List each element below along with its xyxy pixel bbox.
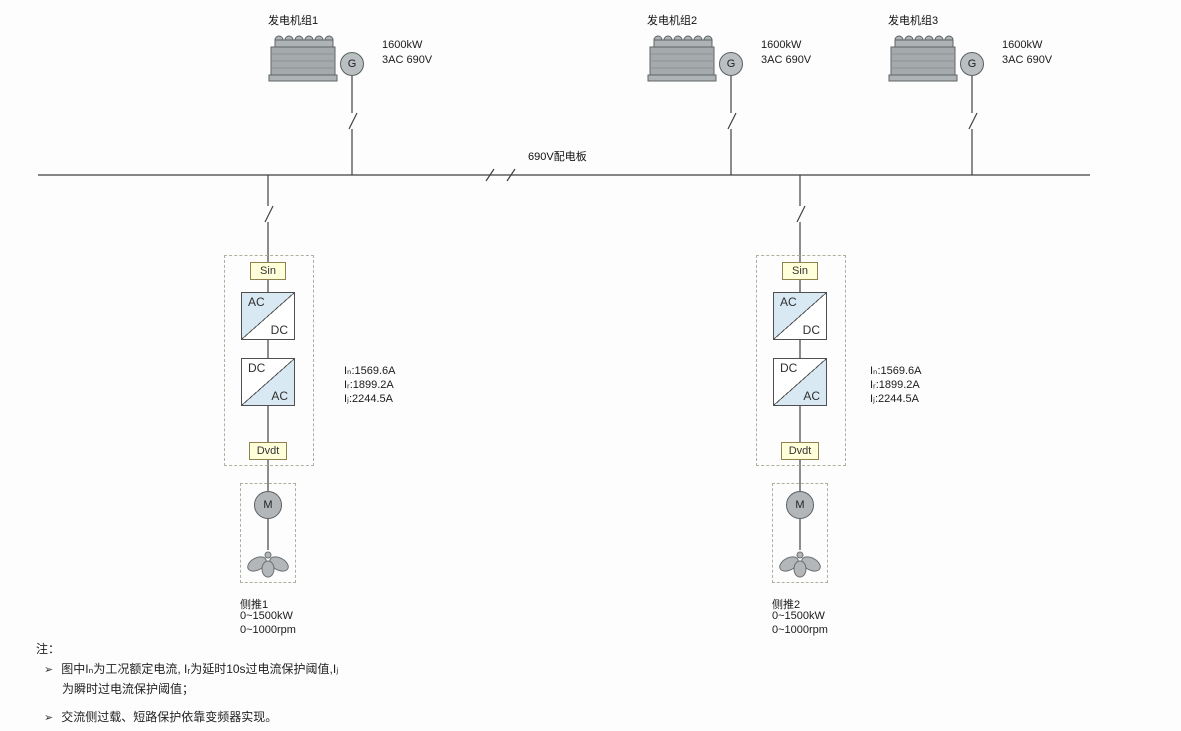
breaker-switch-icon bbox=[348, 112, 358, 130]
generator-power: 1600kW bbox=[1002, 39, 1043, 51]
note-text: 交流侧过载、短路保护依靠变频器实现。 bbox=[61, 710, 278, 724]
generator-circle-label: G bbox=[967, 58, 977, 70]
note-item: ➢ 图中Iₙ为工况额定电流, Iᵣ为延时10s过电流保护阈值,Iⱼ bbox=[44, 660, 338, 678]
generator-name: 发电机组3 bbox=[888, 15, 939, 27]
inverter-top-label: DC bbox=[780, 361, 798, 375]
delayed-trip-current: Iᵣ:1899.2A bbox=[870, 379, 920, 391]
engine-icon bbox=[647, 35, 717, 82]
generator-name: 发电机组2 bbox=[647, 15, 698, 27]
rectifier-top-label: AC bbox=[248, 295, 265, 309]
motor-circle-label: M bbox=[263, 499, 273, 511]
rectifier-box: AC DC bbox=[773, 292, 827, 340]
inverter-box: DC AC bbox=[773, 358, 827, 406]
generator-spec: 1600kW 3AC 690V bbox=[382, 38, 432, 68]
delayed-trip-current: Iᵣ:1899.2A bbox=[344, 379, 394, 391]
generator-circle-label: G bbox=[347, 58, 357, 70]
generator-spec: 1600kW 3AC 690V bbox=[761, 38, 811, 68]
sine-filter-box: Sin bbox=[782, 262, 818, 280]
current-ratings: Iₙ:1569.6A Iᵣ:1899.2A Iⱼ:2244.5A bbox=[870, 364, 921, 406]
generator-voltage: 3AC 690V bbox=[382, 54, 433, 66]
generator-power: 1600kW bbox=[382, 39, 423, 51]
bus-tie-switch-icon bbox=[485, 168, 495, 182]
generator-circle: G bbox=[719, 52, 743, 76]
converter-cabinet-outline bbox=[756, 255, 846, 466]
inverter-top-label: DC bbox=[248, 361, 266, 375]
rectifier-bottom-label: DC bbox=[270, 323, 288, 337]
breaker-switch-icon bbox=[264, 205, 274, 223]
generator-circle-label: G bbox=[726, 58, 736, 70]
bullet-arrow-icon: ➢ bbox=[44, 664, 54, 676]
generator-power: 1600kW bbox=[761, 39, 802, 51]
engine-icon bbox=[268, 35, 338, 82]
motor-outline bbox=[240, 483, 296, 583]
note-item: ➢ 交流侧过载、短路保护依靠变频器实现。 bbox=[44, 708, 277, 726]
thruster-power-range: 0~1500kW bbox=[772, 610, 825, 622]
thruster-name: 侧推2 bbox=[772, 599, 801, 611]
generator-circle: G bbox=[960, 52, 984, 76]
breaker-switch-icon bbox=[968, 112, 978, 130]
generator-voltage: 3AC 690V bbox=[761, 54, 812, 66]
propeller-icon bbox=[247, 551, 289, 578]
generator-spec: 1600kW 3AC 690V bbox=[1002, 38, 1052, 68]
note-text-continued: 为瞬时过电流保护阈值； bbox=[62, 682, 195, 696]
thruster-speed-range: 0~1000rpm bbox=[240, 624, 296, 636]
bullet-arrow-icon: ➢ bbox=[44, 712, 54, 724]
rectifier-top-label: AC bbox=[780, 295, 797, 309]
inverter-bottom-label: AC bbox=[803, 389, 820, 403]
note-text: 图中Iₙ为工况额定电流, Iᵣ为延时10s过电流保护阈值,Iⱼ bbox=[61, 662, 339, 676]
engine-icon bbox=[888, 35, 958, 82]
generator-circle: G bbox=[340, 52, 364, 76]
sine-filter-box: Sin bbox=[250, 262, 286, 280]
motor-circle-label: M bbox=[795, 499, 805, 511]
dvdt-filter-box: Dvdt bbox=[249, 442, 287, 460]
thruster-name: 侧推1 bbox=[240, 599, 269, 611]
motor-circle: M bbox=[786, 491, 814, 519]
breaker-switch-icon bbox=[796, 205, 806, 223]
generator-voltage: 3AC 690V bbox=[1002, 54, 1053, 66]
motor-outline bbox=[772, 483, 828, 583]
busbar-label: 690V配电板 bbox=[528, 151, 587, 163]
generator-name: 发电机组1 bbox=[268, 15, 319, 27]
inverter-box: DC AC bbox=[241, 358, 295, 406]
thruster-power-range: 0~1500kW bbox=[240, 610, 293, 622]
instant-trip-current: Iⱼ:2244.5A bbox=[344, 393, 394, 405]
instant-trip-current: Iⱼ:2244.5A bbox=[870, 393, 920, 405]
dvdt-filter-box: Dvdt bbox=[781, 442, 819, 460]
notes-title: 注： bbox=[36, 642, 61, 656]
motor-circle: M bbox=[254, 491, 282, 519]
breaker-switch-icon bbox=[727, 112, 737, 130]
propeller-icon bbox=[779, 551, 821, 578]
converter-cabinet-outline bbox=[224, 255, 314, 466]
thruster-speed-range: 0~1000rpm bbox=[772, 624, 828, 636]
rated-current: Iₙ:1569.6A bbox=[870, 365, 922, 377]
current-ratings: Iₙ:1569.6A Iᵣ:1899.2A Iⱼ:2244.5A bbox=[344, 364, 395, 406]
rectifier-box: AC DC bbox=[241, 292, 295, 340]
rectifier-bottom-label: DC bbox=[802, 323, 820, 337]
inverter-bottom-label: AC bbox=[271, 389, 288, 403]
rated-current: Iₙ:1569.6A bbox=[344, 365, 396, 377]
